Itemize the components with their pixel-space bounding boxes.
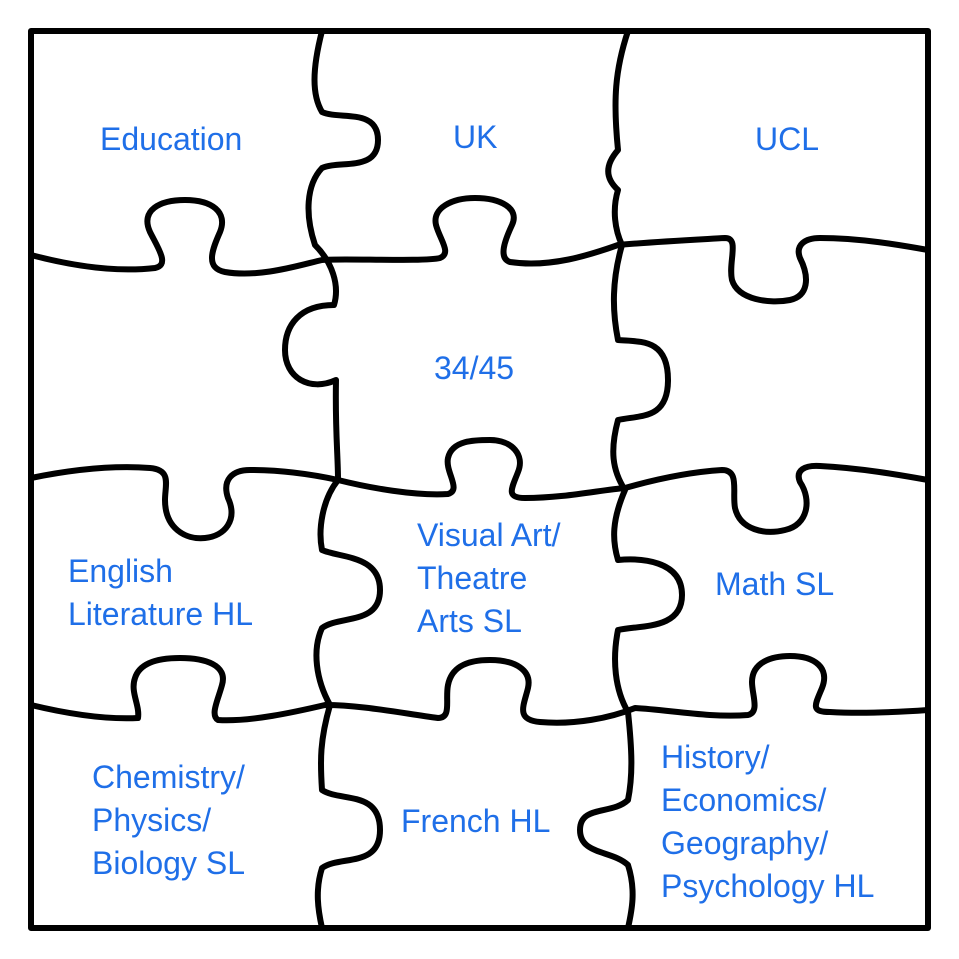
piece-label-visual-art-theatre: Visual Art/ Theatre Arts SL <box>417 514 560 643</box>
piece-label-line: Physics/ <box>92 802 212 838</box>
piece-label-sciences: Chemistry/ Physics/ Biology SL <box>92 756 245 885</box>
piece-label-math: Math SL <box>715 563 834 606</box>
seam-vertical-right <box>577 28 685 931</box>
piece-label-line: Economics/ <box>661 782 827 818</box>
piece-label-line: Geography/ <box>661 825 829 861</box>
piece-label-line: History/ <box>661 739 770 775</box>
piece-label-humanities: History/ Economics/ Geography/ Psycholog… <box>661 736 874 908</box>
piece-label-line: Psychology HL <box>661 868 875 904</box>
piece-label-line: Arts SL <box>417 603 522 639</box>
piece-label-line: 34/45 <box>434 350 515 386</box>
piece-label-line: Literature HL <box>68 596 253 632</box>
seam-horizontal-middle <box>28 437 931 542</box>
piece-label-line: Visual Art/ <box>417 517 561 553</box>
piece-label-line: UCL <box>755 121 820 157</box>
piece-label-uk: UK <box>453 116 497 159</box>
piece-label-french: French HL <box>401 800 550 843</box>
piece-label-ucl: UCL <box>755 118 819 161</box>
piece-label-line: French HL <box>401 803 551 839</box>
piece-label-score: 34/45 <box>434 347 514 390</box>
piece-label-line: Biology SL <box>92 845 245 881</box>
piece-label-education: Education <box>100 118 242 161</box>
seam-horizontal-bottom <box>28 653 931 726</box>
piece-label-line: Math SL <box>715 566 835 602</box>
piece-label-line: Chemistry/ <box>92 759 245 795</box>
piece-label-line: UK <box>453 119 498 155</box>
piece-label-english-literature: English Literature HL <box>68 550 253 636</box>
piece-label-line: English <box>68 553 173 589</box>
piece-label-line: Education <box>100 121 243 157</box>
seam-horizontal-top <box>28 195 931 305</box>
piece-label-line: Theatre <box>417 560 528 596</box>
